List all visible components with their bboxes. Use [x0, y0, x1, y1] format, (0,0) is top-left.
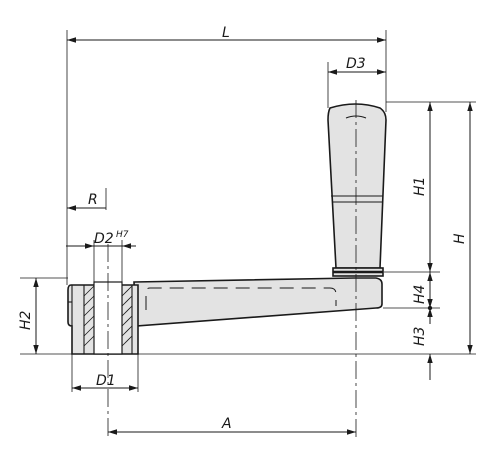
hatching-left — [83, 285, 95, 354]
label-H: H — [452, 233, 468, 244]
part-geometry — [67, 103, 387, 355]
hatching-right — [121, 285, 133, 354]
label-H1: H1 — [412, 177, 428, 196]
label-A: A — [221, 416, 232, 432]
label-D2-tolerance: H7 — [116, 230, 129, 240]
dimension-labels: L D3 R D2 H7 H1 H H4 H3 H2 D1 A — [18, 25, 468, 432]
label-L: L — [222, 25, 230, 41]
dim-dot — [427, 305, 433, 311]
center-lines — [107, 100, 357, 440]
label-H4: H4 — [412, 285, 428, 304]
crank-arm — [133, 277, 383, 327]
hidden-contour — [145, 287, 337, 310]
label-H2: H2 — [18, 310, 34, 330]
label-D2: D2 — [94, 231, 114, 247]
label-H3: H3 — [412, 327, 428, 346]
label-D3: D3 — [346, 56, 366, 72]
extension-lines — [20, 30, 476, 392]
dimension-lines — [33, 37, 473, 435]
label-D1: D1 — [96, 373, 116, 389]
handle-grip — [327, 103, 387, 269]
label-R: R — [88, 192, 98, 208]
